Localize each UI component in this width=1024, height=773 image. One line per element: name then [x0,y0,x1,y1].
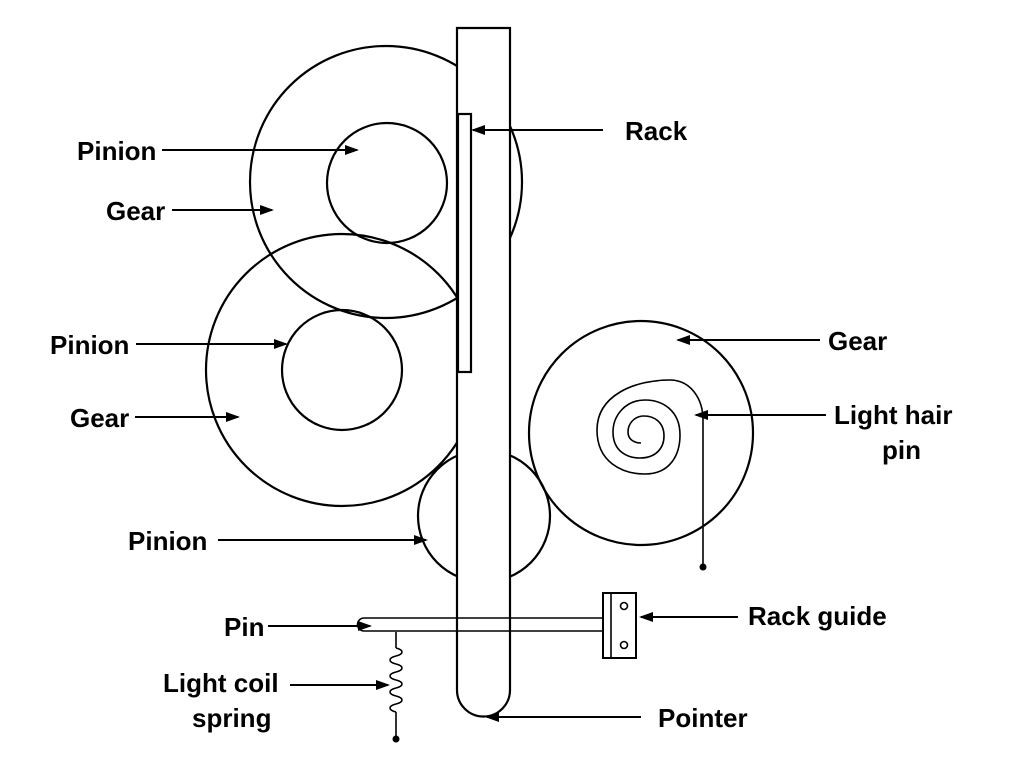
rack-guide-bracket [602,592,637,659]
label-spring: spring [192,703,271,733]
coil-spring [389,647,403,713]
label-pinion-bottom: Pinion [128,526,207,556]
right-gear [527,319,755,547]
hair-spring-spiral [596,379,704,567]
label-pin: Pin [224,612,264,642]
label-hair-pin: pin [882,435,921,465]
upper-gear [248,44,524,320]
label-gear-right: Gear [828,326,887,356]
middle-gear [204,232,480,508]
label-pointer: Pointer [658,703,748,733]
upper-pinion [325,121,449,245]
rack-teeth-strip [456,112,473,374]
hair-spring-anchor-dot [699,563,707,571]
label-rack-guide: Rack guide [748,601,887,631]
label-pinion-top: Pinion [77,136,156,166]
label-rack: Rack [625,116,688,146]
label-gear-top: Gear [106,196,165,226]
label-pinion-mid: Pinion [50,330,129,360]
label-light-coil: Light coil [163,668,279,698]
label-gear-mid: Gear [70,403,129,433]
spring-anchor-dot [392,735,400,743]
rack-guide-screw-bottom [619,640,629,650]
label-light-hair: Light hair [834,400,952,430]
rack-guide-screw-top [619,601,629,611]
middle-pinion [280,308,404,432]
